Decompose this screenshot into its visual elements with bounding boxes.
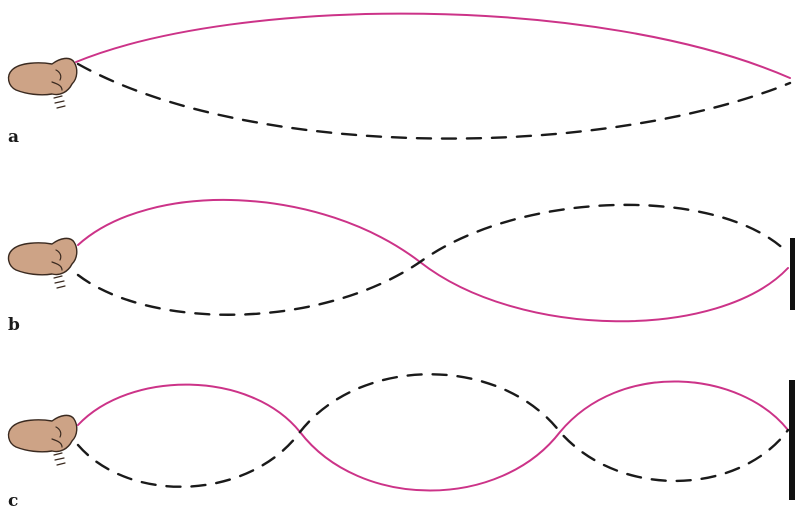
- wave-dashed: [78, 64, 790, 139]
- motion-mark: [54, 96, 65, 108]
- hand-icon: [9, 238, 77, 288]
- wall: [790, 238, 795, 310]
- panel-c: c: [8, 374, 795, 509]
- motion-mark: [54, 453, 65, 465]
- wave-dashed: [78, 374, 788, 486]
- panel-a: a: [8, 14, 790, 147]
- wall: [789, 380, 795, 500]
- panel-label: c: [8, 491, 18, 509]
- hand-shape: [9, 58, 77, 94]
- hand-icon: [9, 415, 77, 465]
- hand-shape: [9, 415, 77, 451]
- panel-label: a: [8, 127, 19, 147]
- hand-shape: [9, 238, 77, 274]
- hand-icon: [9, 58, 77, 108]
- panel-label: b: [8, 315, 20, 335]
- wave-solid: [76, 14, 790, 78]
- panel-b: b: [8, 200, 795, 335]
- wave-dashed: [78, 205, 788, 315]
- wave-solid: [78, 200, 788, 321]
- wave-solid: [78, 381, 788, 490]
- motion-mark: [54, 276, 65, 288]
